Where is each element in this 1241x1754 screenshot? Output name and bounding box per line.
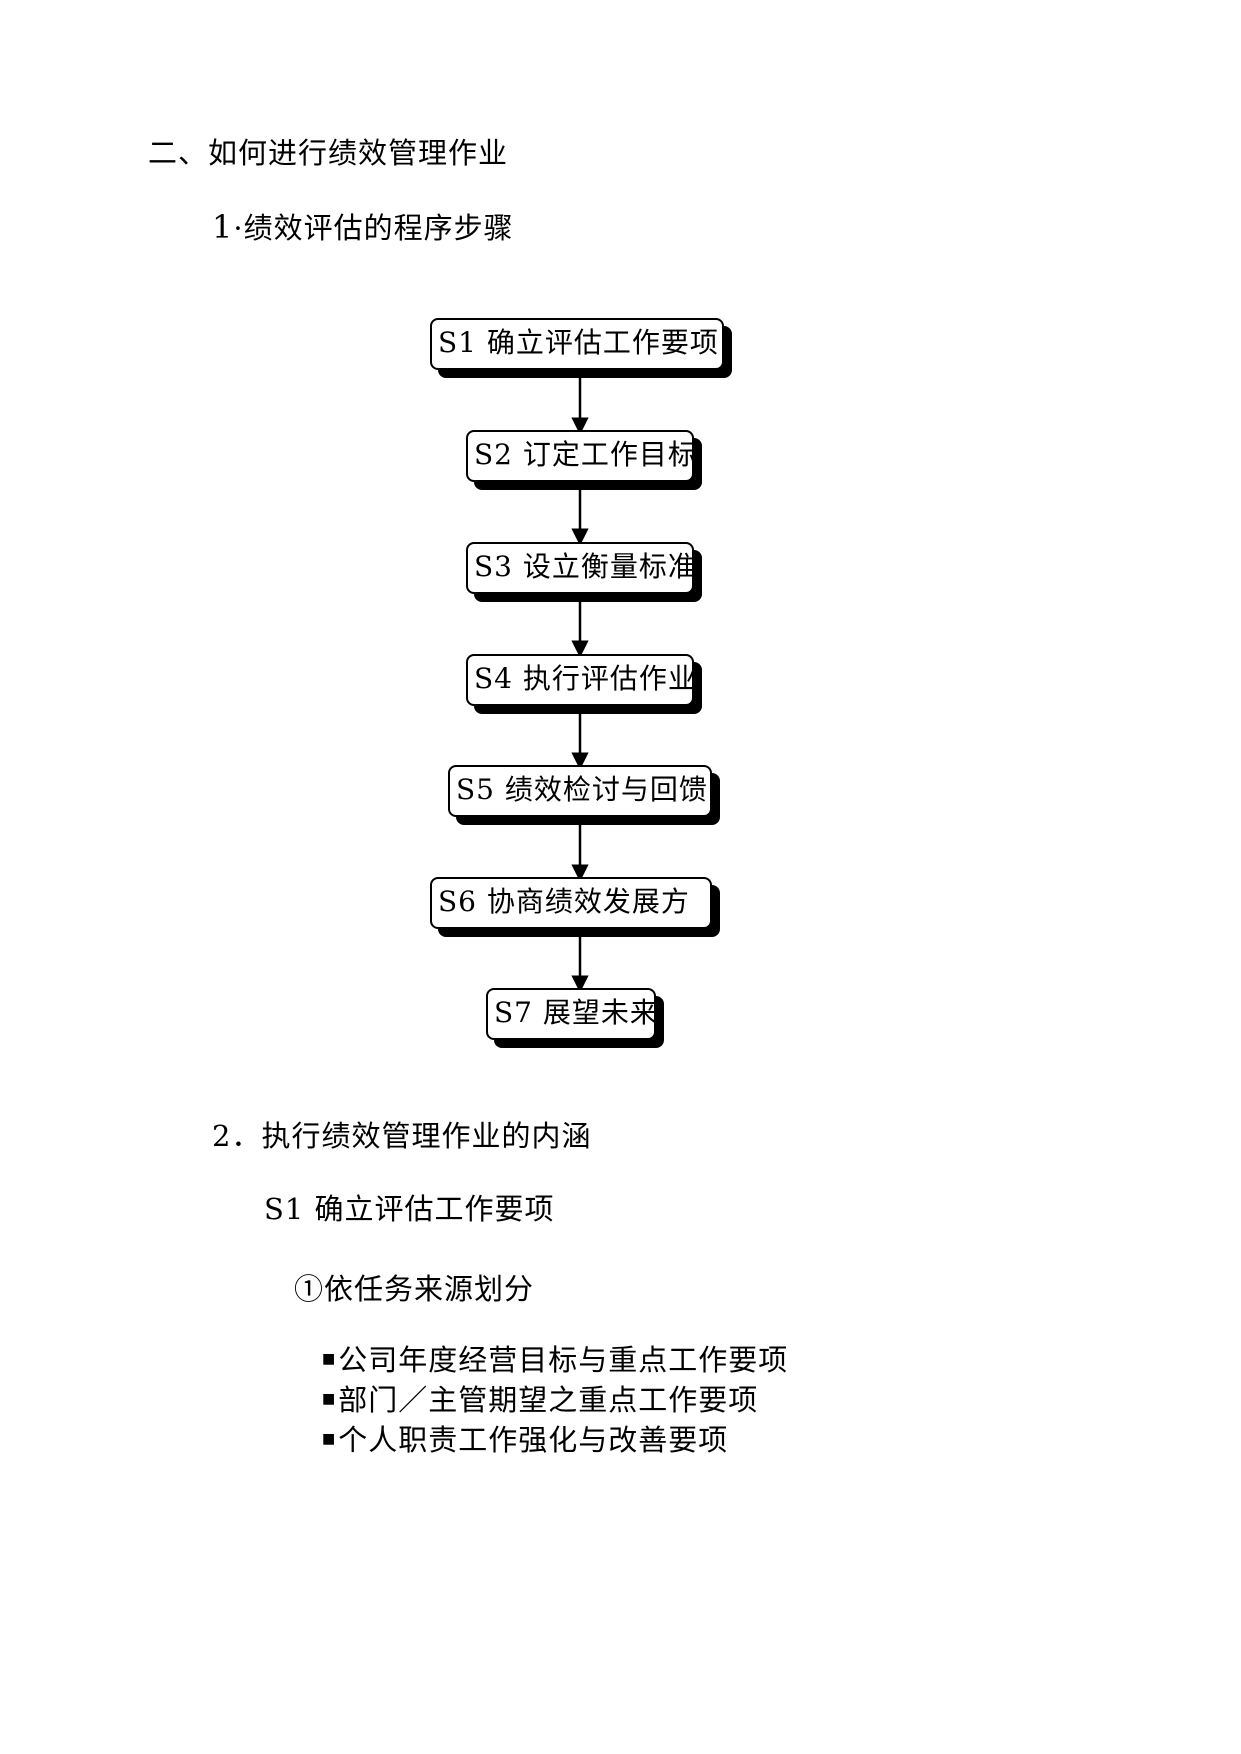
flow-step-s5: S5 绩效检讨与回馈 bbox=[448, 765, 712, 817]
task-source-list: ■公司年度经营目标与重点工作要项 ■部门／主管期望之重点工作要项 ■个人职责工作… bbox=[322, 1341, 788, 1461]
section-2-title: 2．执行绩效管理作业的内涵 bbox=[212, 1119, 592, 1153]
list-item: ■公司年度经营目标与重点工作要项 bbox=[322, 1341, 788, 1381]
bullet-icon: ■ bbox=[322, 1431, 337, 1447]
list-item-text: 部门／主管期望之重点工作要项 bbox=[338, 1383, 759, 1417]
flow-step-s7: S7 展望未来 bbox=[486, 988, 658, 1040]
section-heading-main: 二、如何进行绩效管理作业 bbox=[148, 136, 509, 170]
list-item: ■部门／主管期望之重点工作要项 bbox=[322, 1381, 788, 1421]
bullet-icon: ■ bbox=[322, 1391, 337, 1407]
section-heading-sub: 1·绩效评估的程序步骤 bbox=[212, 205, 514, 247]
task-source-heading: ①依任务来源划分 bbox=[294, 1272, 535, 1306]
list-item-text: 个人职责工作强化与改善要项 bbox=[338, 1423, 729, 1457]
s1-heading: S1 确立评估工作要项 bbox=[264, 1192, 555, 1226]
flow-step-s3: S3 设立衡量标准 bbox=[466, 542, 696, 594]
flow-step-s1: S1 确立评估工作要项 bbox=[430, 318, 724, 370]
flow-step-s4: S4 执行评估作业 bbox=[466, 654, 696, 706]
bullet-icon: ■ bbox=[322, 1351, 337, 1367]
flow-step-s6: S6 协商绩效发展方 bbox=[430, 877, 712, 929]
section-heading-sub-text: ·绩效评估的程序步骤 bbox=[233, 211, 514, 245]
section-number: 1 bbox=[212, 208, 234, 246]
list-item-text: 公司年度经营目标与重点工作要项 bbox=[338, 1343, 789, 1377]
list-item: ■个人职责工作强化与改善要项 bbox=[322, 1421, 788, 1461]
flow-step-s2: S2 订定工作目标 bbox=[466, 430, 696, 482]
